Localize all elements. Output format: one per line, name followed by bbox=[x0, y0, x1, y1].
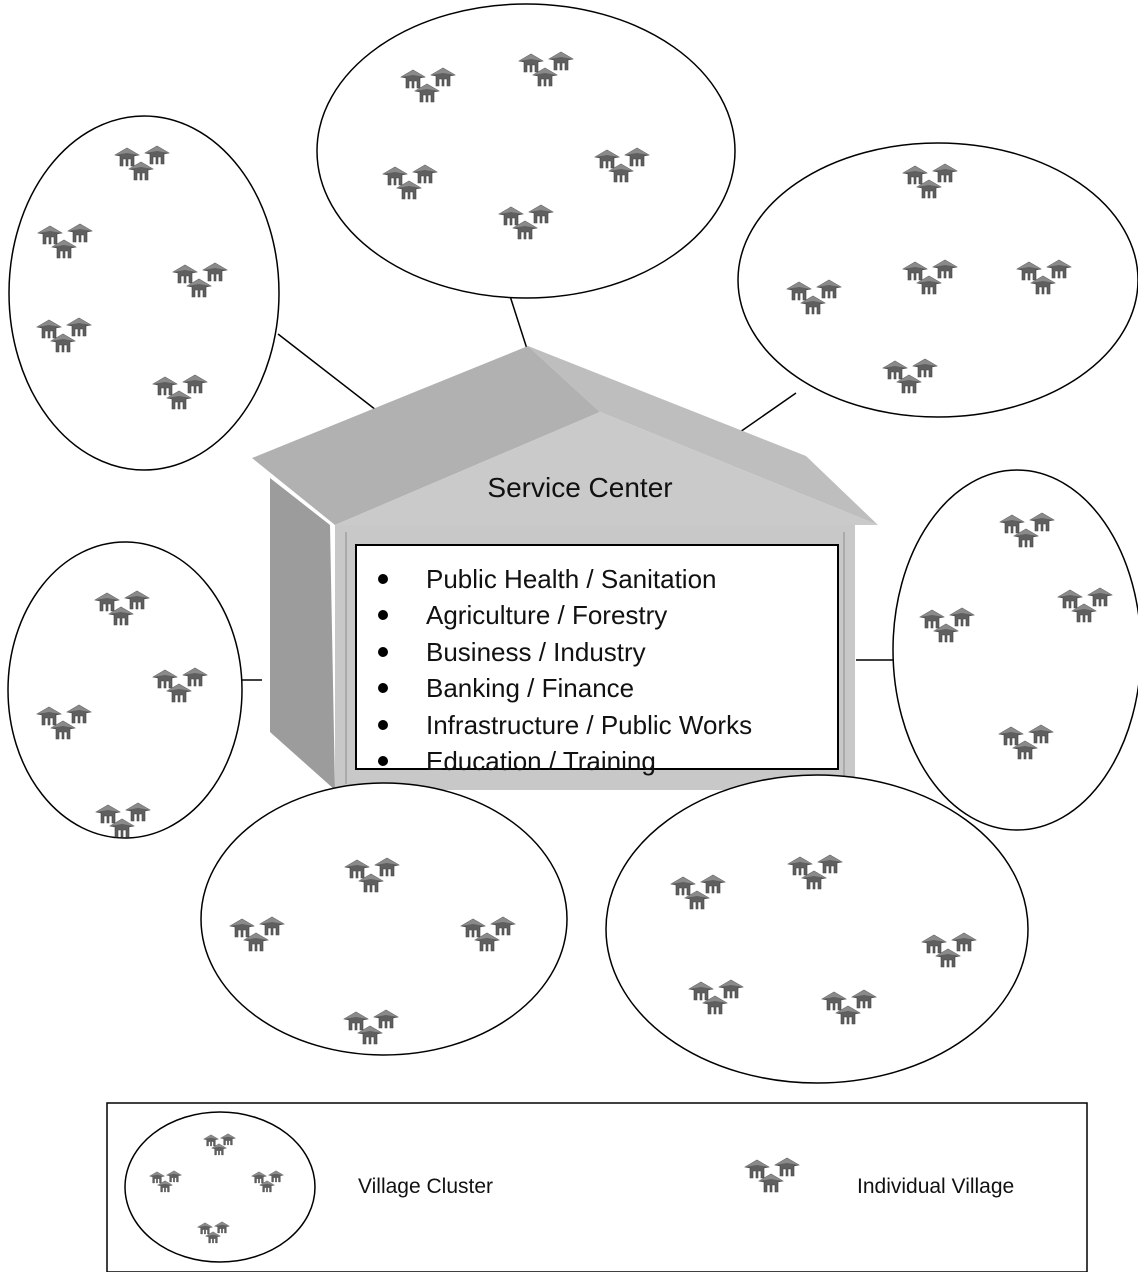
service-item-infrastructure: Infrastructure / Public Works bbox=[378, 707, 752, 743]
legend-village-label: Individual Village bbox=[857, 1175, 1015, 1198]
connector-line bbox=[277, 333, 377, 411]
building-side-wall bbox=[270, 478, 335, 790]
legend-cluster-label: Village Cluster bbox=[358, 1175, 494, 1198]
village-cluster-middle-left bbox=[7, 541, 243, 839]
services-list: Public Health / Sanitation Agriculture /… bbox=[378, 561, 752, 779]
connector-line bbox=[739, 392, 797, 433]
connector-line bbox=[509, 295, 529, 353]
building-roof-front bbox=[335, 412, 878, 525]
service-item-banking: Banking / Finance bbox=[378, 670, 752, 706]
service-item-education: Education / Training bbox=[378, 743, 752, 779]
building-roof-right bbox=[528, 346, 878, 525]
service-center-title: Service Center bbox=[487, 472, 673, 503]
village-cluster-middle-right bbox=[892, 469, 1138, 831]
village-cluster-bottom-right bbox=[605, 774, 1029, 1084]
legend bbox=[106, 1102, 1088, 1272]
services-panel bbox=[355, 544, 839, 770]
village-cluster-icon bbox=[124, 1111, 316, 1263]
village-cluster-top-center bbox=[316, 3, 736, 299]
service-item-business: Business / Industry bbox=[378, 634, 752, 670]
building-roof-left bbox=[252, 346, 600, 525]
service-item-agriculture: Agriculture / Forestry bbox=[378, 597, 752, 633]
village-cluster-top-left bbox=[8, 115, 280, 471]
service-center-building bbox=[252, 346, 878, 790]
village-cluster-top-right bbox=[737, 142, 1138, 418]
service-item-public-health: Public Health / Sanitation bbox=[378, 561, 752, 597]
village-cluster-bottom-left bbox=[200, 782, 568, 1056]
